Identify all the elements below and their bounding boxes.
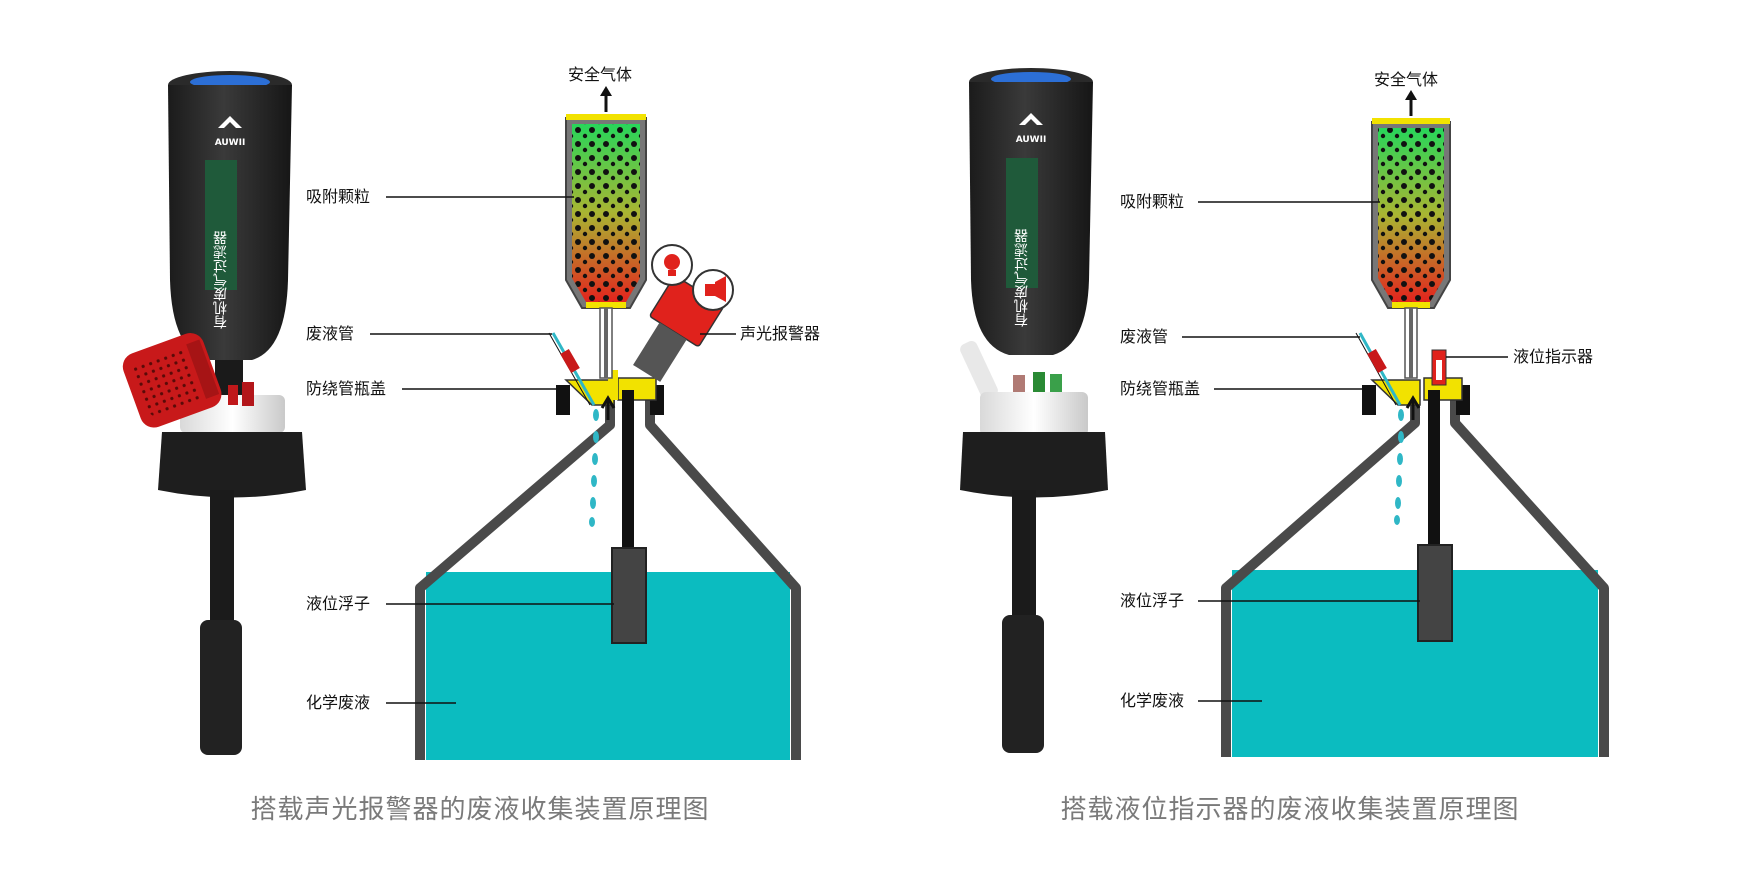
waste-liquid — [426, 572, 790, 760]
bottle-schematic-1 — [415, 332, 801, 760]
panel-2: AUWII 有机废气过滤器 — [960, 68, 1609, 825]
label-cap: 防绕管瓶盖 — [306, 379, 386, 398]
label-cap: 防绕管瓶盖 — [1120, 379, 1200, 398]
arrow-up-icon — [600, 86, 612, 112]
device-vertical-label: 有机废气过滤器 — [213, 231, 229, 329]
panel-1: AUWII 有机废气过滤器 — [122, 65, 820, 825]
liquid-drop-icon — [589, 409, 599, 527]
filter-device-icon: AUWII 有机废气过滤器 — [158, 71, 306, 755]
label-float: 液位浮子 — [1120, 591, 1184, 610]
label-indicator: 液位指示器 — [1513, 347, 1593, 366]
bottle-schematic-2 — [1221, 332, 1609, 757]
filter-cartridge-1 — [565, 114, 647, 379]
device-brand: AUWII — [1016, 135, 1047, 145]
label-waste-tube: 废液管 — [306, 324, 354, 343]
label-safe-gas: 安全气体 — [568, 65, 632, 84]
label-alarm: 声光报警器 — [740, 324, 820, 343]
label-float: 液位浮子 — [306, 594, 370, 613]
device-vertical-label: 有机废气过滤器 — [1014, 229, 1030, 327]
waste-liquid — [1232, 570, 1598, 757]
caption-2: 搭载液位指示器的废液收集装置原理图 — [1060, 795, 1519, 825]
label-waste-liquid: 化学废液 — [306, 693, 370, 712]
liquid-drop-icon — [1394, 409, 1404, 525]
label-waste-tube: 废液管 — [1120, 327, 1168, 346]
label-waste-liquid: 化学废液 — [1120, 691, 1184, 710]
filter-device-icon: AUWII 有机废气过滤器 — [960, 68, 1108, 753]
filter-cartridge-2 — [1371, 118, 1451, 379]
label-adsorbent: 吸附颗粒 — [1120, 192, 1184, 211]
bulb-icon — [651, 244, 734, 311]
caption-1: 搭载声光报警器的废液收集装置原理图 — [250, 795, 709, 825]
label-safe-gas: 安全气体 — [1374, 70, 1438, 89]
alarm-device-icon — [122, 333, 222, 428]
device-brand: AUWII — [215, 138, 246, 148]
label-adsorbent: 吸附颗粒 — [306, 187, 370, 206]
arrow-up-icon — [1405, 90, 1417, 116]
